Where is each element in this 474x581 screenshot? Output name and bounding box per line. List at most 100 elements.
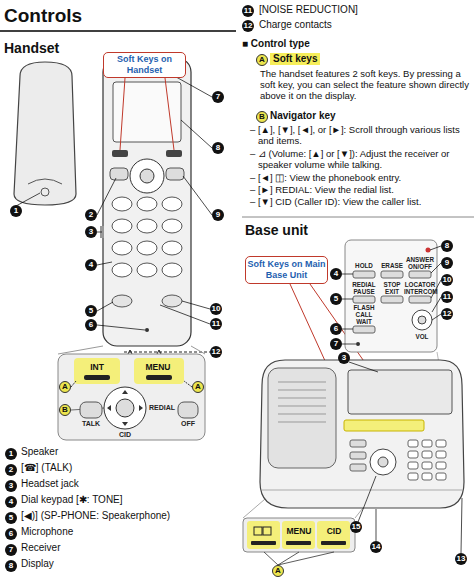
base-unit bbox=[408, 473, 418, 480]
handset-front bbox=[103, 58, 191, 346]
key-label: REDIAL bbox=[146, 404, 178, 412]
body-text: The handset features 2 soft keys. By pre… bbox=[260, 68, 470, 101]
callout-number: 4 bbox=[85, 259, 97, 271]
base-button-panel bbox=[353, 271, 375, 278]
callout-number: 14 bbox=[370, 541, 382, 553]
handset-front bbox=[137, 263, 157, 277]
callout-number: 10 bbox=[441, 274, 453, 286]
letter-marker: A bbox=[192, 381, 204, 393]
key-label: OFF bbox=[176, 420, 200, 428]
base-soft-keys-zoom bbox=[243, 518, 355, 565]
base-unit bbox=[260, 360, 464, 508]
base-unit bbox=[278, 390, 326, 391]
callout-number: 12 bbox=[441, 308, 453, 320]
base-soft-keys-zoom bbox=[317, 521, 350, 549]
key-label: REDIAL PAUSE bbox=[351, 281, 377, 295]
base-soft-keys-zoom bbox=[286, 541, 311, 545]
handset-front bbox=[162, 197, 182, 211]
callout-number: 6 bbox=[330, 323, 342, 335]
leader-line bbox=[349, 362, 378, 372]
key-label: FLASH CALL WAIT bbox=[351, 304, 377, 325]
leader-line bbox=[342, 246, 462, 553]
callout-box: Soft Keys on Main Base Unit bbox=[245, 256, 328, 284]
leader-line bbox=[432, 314, 441, 320]
letter-marker: B bbox=[256, 111, 268, 123]
page-title: Controls bbox=[4, 5, 82, 27]
base-soft-keys-zoom bbox=[254, 527, 262, 535]
base-unit bbox=[436, 473, 446, 480]
callout-number: 5 bbox=[5, 512, 17, 524]
header-rule bbox=[0, 30, 236, 32]
handset-front bbox=[137, 197, 157, 211]
base-button-panel bbox=[381, 296, 403, 303]
part-name: Speaker bbox=[21, 446, 58, 458]
base-unit bbox=[278, 382, 326, 383]
part-name: Dial keypad [✱: TONE] bbox=[21, 494, 123, 506]
base-unit bbox=[278, 406, 326, 407]
handset-keys-zoom bbox=[74, 358, 120, 384]
callout-number: 8 bbox=[441, 240, 453, 252]
leader-line bbox=[342, 299, 353, 300]
callout-number: 3 bbox=[338, 352, 350, 364]
soft-key-term: Soft keys bbox=[270, 53, 320, 65]
key-label: INT bbox=[82, 362, 112, 372]
base-button-panel bbox=[381, 271, 403, 278]
leader-line bbox=[97, 232, 102, 233]
callout-number: 4 bbox=[5, 496, 17, 508]
callout-leader bbox=[120, 78, 125, 150]
callout-number: 11 bbox=[210, 318, 222, 330]
handset-keys-zoom bbox=[80, 402, 102, 418]
handset-front bbox=[112, 263, 132, 277]
callout-box: Soft Keys on Handset bbox=[103, 52, 186, 78]
handset-front bbox=[112, 295, 132, 307]
callout-number: 15 bbox=[350, 521, 362, 533]
base-soft-keys-zoom bbox=[321, 541, 346, 545]
letter-marker: A bbox=[256, 54, 268, 66]
part-name: [NOISE REDUCTION] bbox=[259, 4, 358, 16]
handset-keys-zoom bbox=[84, 375, 110, 380]
base-unit bbox=[260, 360, 464, 508]
handset-back bbox=[14, 62, 76, 205]
part-name: Display bbox=[21, 558, 54, 570]
key-label: LOCATOR INTERCOM bbox=[404, 281, 436, 295]
leader-line bbox=[342, 274, 353, 275]
list-item: – [◄] ◫: View the phonebook entry. bbox=[250, 172, 472, 183]
zoom-line bbox=[58, 346, 103, 354]
callout-number: 1 bbox=[10, 205, 22, 217]
handset-front bbox=[162, 295, 182, 307]
base-button-panel bbox=[345, 240, 437, 352]
leader-line bbox=[160, 305, 210, 324]
handset-front bbox=[130, 159, 164, 193]
handset-front bbox=[110, 168, 128, 180]
handset-front bbox=[140, 169, 154, 183]
handset-front bbox=[162, 219, 182, 233]
base-unit bbox=[422, 473, 432, 480]
base-unit bbox=[436, 462, 446, 469]
callout-number: 6 bbox=[5, 528, 17, 540]
handset-front bbox=[112, 219, 132, 233]
part-name: [☎] (TALK) bbox=[21, 462, 72, 474]
list-item: – [▼] CID (Caller ID): View the caller l… bbox=[250, 196, 472, 207]
leader-line bbox=[461, 498, 462, 553]
handset-front bbox=[162, 241, 182, 255]
handset-front bbox=[145, 328, 149, 332]
handset-back bbox=[28, 179, 62, 184]
letter-marker: A bbox=[272, 565, 284, 577]
leader-line bbox=[16, 68, 212, 330]
handset-front bbox=[137, 219, 157, 233]
list-item: – [►] REDIAL: View the redial list. bbox=[250, 184, 472, 195]
handset-front bbox=[166, 168, 184, 180]
key-label: CID bbox=[113, 431, 137, 439]
base-unit bbox=[268, 368, 336, 468]
leader-line bbox=[97, 325, 145, 330]
callout-number: 11 bbox=[242, 5, 254, 17]
base-unit bbox=[408, 451, 418, 458]
base-unit bbox=[344, 420, 424, 431]
part-name: Microphone bbox=[21, 526, 73, 538]
base-unit bbox=[370, 449, 396, 475]
key-label: VOL bbox=[409, 333, 435, 340]
key-label: MENU bbox=[283, 526, 315, 536]
callout-number: 9 bbox=[441, 257, 453, 269]
part-name: Headset jack bbox=[21, 478, 79, 490]
callout-number: 12 bbox=[210, 346, 222, 358]
